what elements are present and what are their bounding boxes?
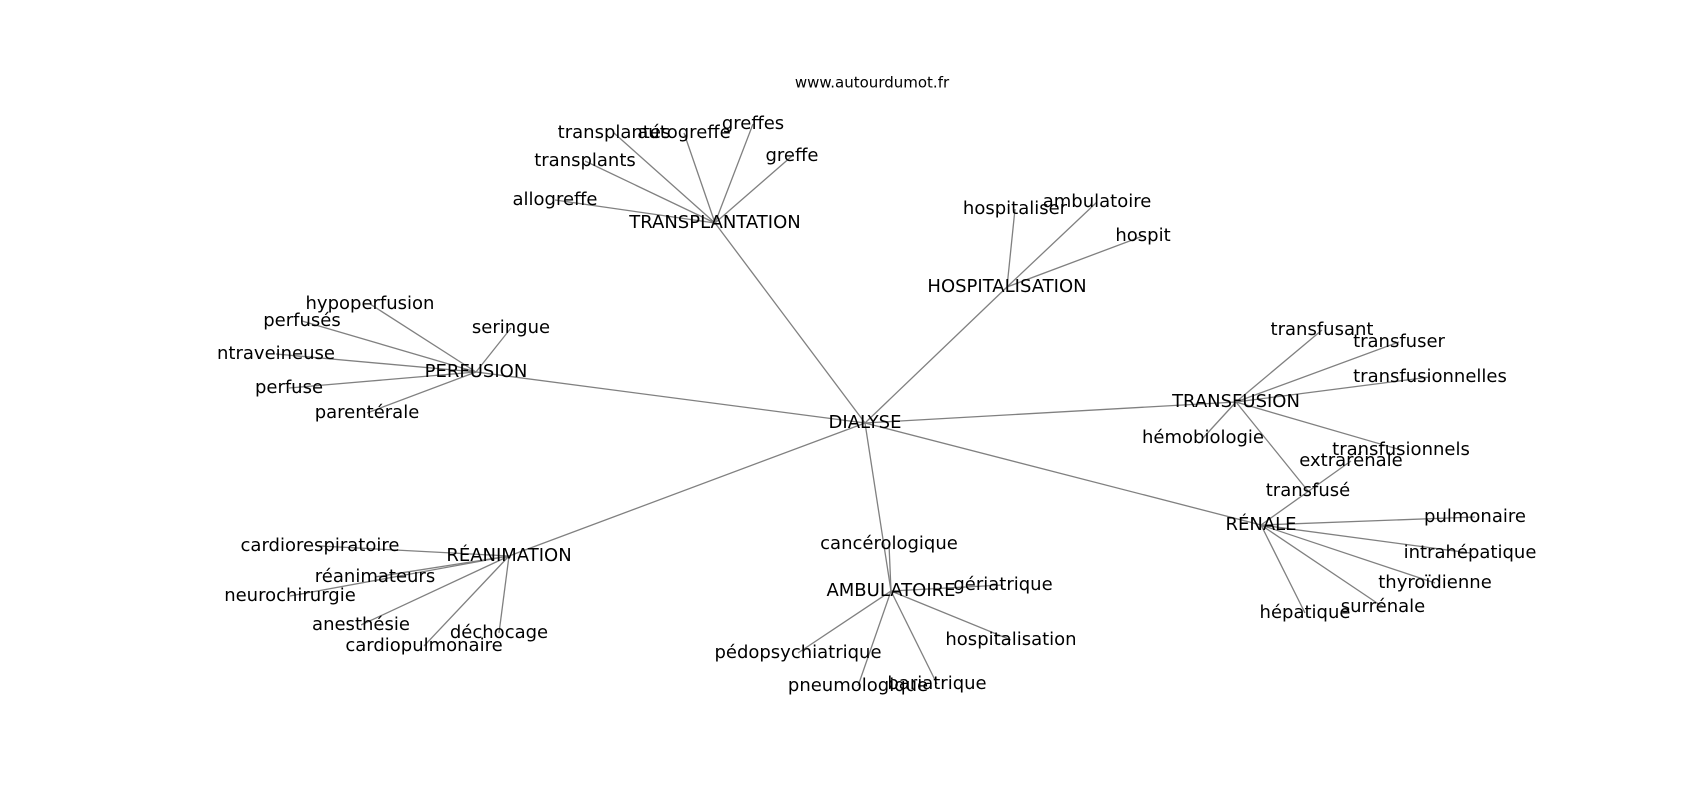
edge-transplantation-autogreffe: [683, 132, 716, 224]
edge-transplantation-greffes: [714, 123, 754, 224]
node-leaf-anesthesie: anesthésie: [312, 614, 410, 635]
node-leaf-ambulatoire: ambulatoire: [1043, 191, 1152, 212]
edge-reanimation-dechocage: [498, 555, 510, 634]
node-leaf-neurochirurgie: neurochirurgie: [224, 585, 356, 606]
edge-perfusion-seringue: [475, 327, 512, 373]
node-root-dialyse: DIALYSE: [829, 412, 902, 433]
edge-reanimation-anesthesie: [360, 555, 510, 626]
node-leaf-greffes: greffes: [722, 113, 784, 134]
edge-hospitalisation-hospitaliser: [1006, 208, 1016, 288]
node-leaf-intrahepatique: intrahépatique: [1404, 542, 1537, 563]
node-hub-perfusion: PERFUSION: [425, 361, 528, 382]
graph-labels: DIALYSE TRANSPLANTATION transplantésautogr…: [217, 113, 1536, 696]
node-leaf-extrarenale: extrarénale: [1299, 450, 1403, 471]
node-leaf-geriatrique: gériatrique: [953, 574, 1052, 595]
node-hub-transplantation: TRANSPLANTATION: [628, 212, 801, 233]
node-leaf-autogreffe: autogreffe: [637, 122, 731, 143]
edge-renale-intrahepatique: [1260, 524, 1471, 554]
edge-transplantation-transplantes: [613, 132, 716, 224]
edge-renale-hepatique: [1260, 524, 1306, 614]
node-leaf-reanimateurs: réanimateurs: [315, 566, 435, 587]
node-leaf-pneumologique: pneumologique: [788, 675, 928, 696]
node-leaf-transfusionnelles: transfusionnelles: [1353, 366, 1507, 387]
node-leaf-hepatique: hépatique: [1260, 602, 1351, 623]
edge-perfusion-ntraveineuse: [275, 353, 477, 373]
edge-reanimation-cardiorespiratoire: [319, 545, 510, 557]
edge-transplantation-allogreffe: [554, 199, 716, 224]
node-hub-hospitalisation: HOSPITALISATION: [927, 276, 1086, 297]
node-leaf-parenterale: parentérale: [315, 402, 420, 423]
edge-ambulatoire-bariatrique: [890, 590, 938, 685]
edge-dialyse-perfusion: [475, 371, 866, 424]
node-leaf-pulmonaire: pulmonaire: [1424, 506, 1526, 527]
edge-ambulatoire-geriatrique: [890, 584, 1004, 592]
node-leaf-ntraveineuse: ntraveineuse: [217, 343, 335, 364]
node-leaf-hypoperfusion: hypoperfusion: [306, 293, 435, 314]
edge-perfusion-parenterale: [366, 371, 477, 414]
node-leaf-allogreffe: allogreffe: [512, 189, 597, 210]
node-leaf-transfusionnels: transfusionnels: [1332, 439, 1470, 460]
node-leaf-transplantes: transplantés: [558, 122, 671, 143]
edge-transfusion-transfuser: [1235, 341, 1400, 403]
node-leaf-cardiorespiratoire: cardiorespiratoire: [241, 535, 400, 556]
node-leaf-transfuse: transfusé: [1266, 480, 1350, 501]
edge-perfusion-perfuse: [288, 371, 477, 389]
node-leaf-transfusant: transfusant: [1271, 319, 1374, 340]
node-leaf-perfuses: perfusés: [263, 310, 340, 331]
node-leaf-bariatrique: bariatrique: [887, 673, 986, 694]
node-leaf-pedopsychiatrique: pédopsychiatrique: [714, 642, 881, 663]
edge-reanimation-cardiopulmonaire: [423, 555, 510, 647]
edge-reanimation-neurochirurgie: [289, 555, 510, 597]
edge-dialyse-renale: [864, 422, 1262, 526]
edge-dialyse-hospitalisation: [864, 286, 1008, 424]
edge-transfusion-transfusionnels: [1235, 401, 1402, 451]
node-leaf-dechocage: déchocage: [450, 622, 548, 643]
edge-ambulatoire-pedopsychiatrique: [797, 590, 892, 654]
node-leaf-cardiopulmonaire: cardiopulmonaire: [345, 635, 502, 656]
edge-transfusion-transfuse: [1235, 401, 1309, 492]
edge-transplantation-transplants: [584, 160, 716, 224]
node-hub-transfusion: TRANSFUSION: [1171, 391, 1300, 412]
node-leaf-seringue: seringue: [472, 317, 550, 338]
edge-ambulatoire-cancerologique: [888, 543, 892, 592]
node-hub-ambulatoire: AMBULATOIRE: [826, 580, 955, 601]
edge-renale-pulmonaire: [1260, 516, 1476, 526]
source-url: www.autourdumot.fr: [795, 74, 950, 92]
node-leaf-thyroidienne: thyroïdienne: [1378, 572, 1492, 593]
edge-transfusion-hemobiologie: [1202, 401, 1237, 439]
edge-dialyse-reanimation: [508, 422, 866, 557]
edge-dialyse-ambulatoire: [864, 422, 892, 592]
node-hub-renale: RÉNALE: [1225, 513, 1296, 535]
edge-transfusion-transfusant: [1235, 329, 1323, 403]
edge-renale-thyroidienne: [1260, 524, 1436, 584]
graph-edges: [275, 123, 1476, 687]
node-leaf-transplants: transplants: [534, 150, 636, 171]
edge-transfusion-transfusionnelles: [1235, 376, 1431, 403]
edge-perfusion-hypoperfusion: [369, 303, 477, 373]
node-leaf-cancerologique: cancérologique: [820, 533, 958, 554]
node-leaf-perfuse: perfuse: [255, 377, 323, 398]
edge-perfusion-perfuses: [301, 320, 477, 373]
edge-hospitalisation-ambulatoire: [1006, 201, 1098, 288]
edge-dialyse-transfusion: [864, 401, 1237, 424]
node-leaf-greffe: greffe: [766, 145, 819, 166]
edge-ambulatoire-hospitalisation: [890, 590, 1012, 641]
node-leaf-hemobiologie: hémobiologie: [1142, 427, 1264, 448]
edge-ambulatoire-pneumologique: [857, 590, 892, 687]
node-leaf-surrenale: surrénale: [1341, 596, 1425, 617]
node-hub-reanimation: RÉANIMATION: [446, 544, 571, 566]
node-leaf-hospitaliser: hospitaliser: [963, 198, 1068, 219]
edge-renale-extrarenale: [1260, 460, 1352, 526]
edge-transplantation-greffe: [714, 155, 793, 224]
edge-dialyse-transplantation: [714, 222, 866, 424]
edge-hospitalisation-hospit: [1006, 235, 1144, 288]
node-leaf-transfuser: transfuser: [1353, 331, 1445, 352]
edge-renale-surrenale: [1260, 524, 1384, 608]
node-leaf-hospit: hospit: [1115, 225, 1170, 246]
node-leaf-hospitalisation: hospitalisation: [945, 629, 1076, 650]
